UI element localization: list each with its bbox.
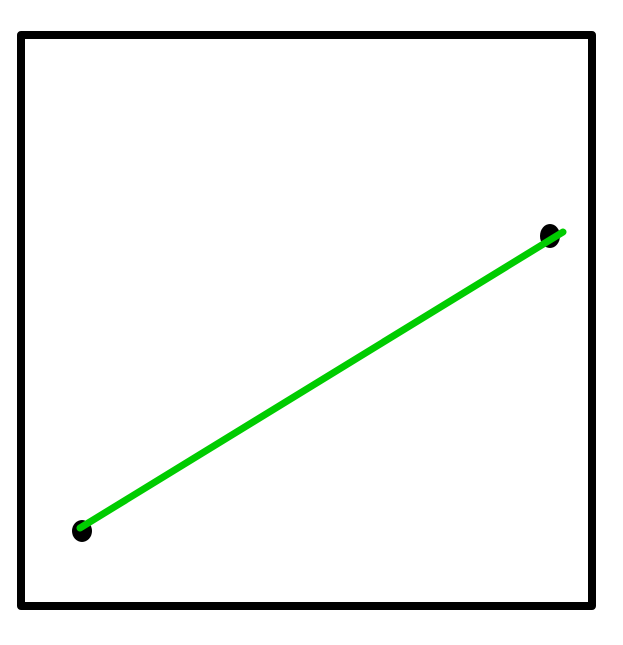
square-frame [17,31,596,610]
green-line-segment [76,228,567,532]
